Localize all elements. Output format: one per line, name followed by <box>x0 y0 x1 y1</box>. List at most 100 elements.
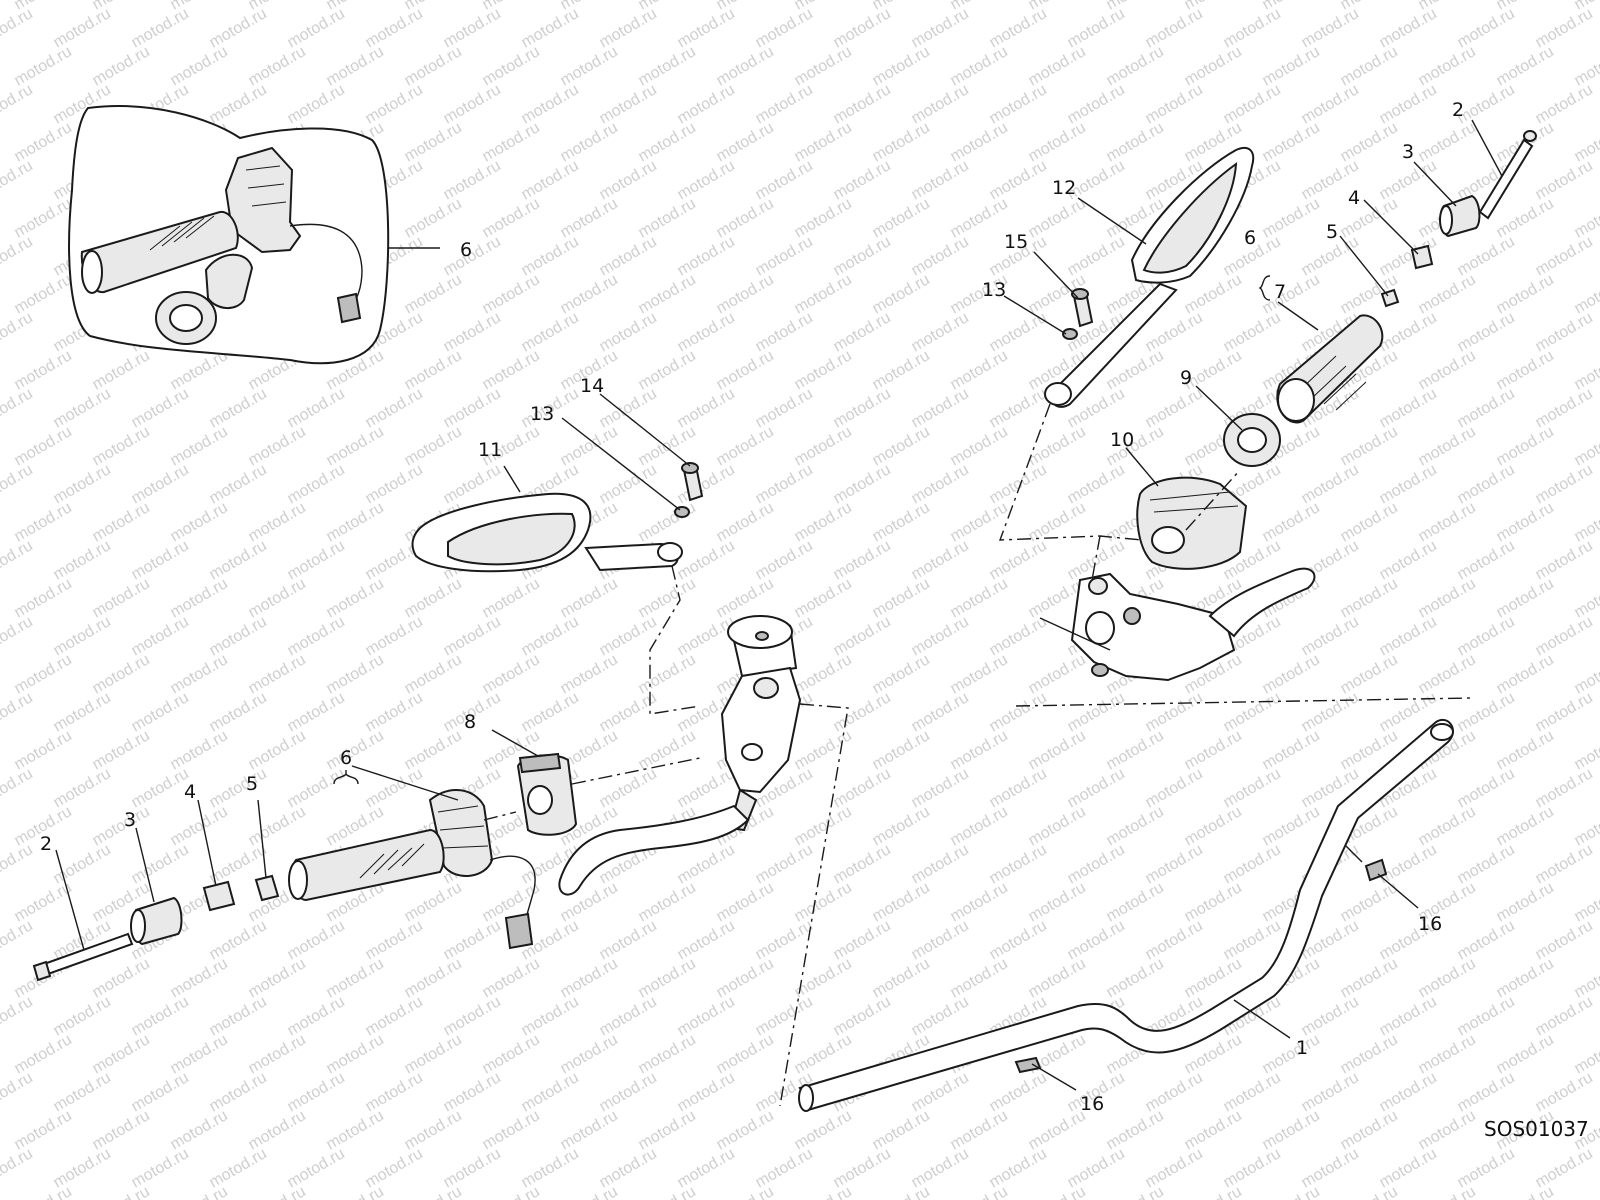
watermark-text: motod.ru <box>558 1107 621 1153</box>
watermark-text: motod.ru <box>285 917 348 963</box>
watermark-text: motod.ru <box>1377 81 1440 127</box>
watermark-text: motod.ru <box>1455 537 1518 583</box>
watermark-text: motod.ru <box>441 309 504 355</box>
watermark-text: motod.ru <box>987 385 1050 431</box>
watermark-text: motod.ru <box>0 157 36 203</box>
watermark-text: motod.ru <box>246 1183 309 1200</box>
watermark-text: motod.ru <box>1455 765 1518 811</box>
watermark-text: motod.ru <box>714 119 777 165</box>
watermark-text: motod.ru <box>1377 1145 1440 1191</box>
callout-labels: 2 3 4 5 6 8 11 13 14 6 12 15 13 2 3 4 5 … <box>40 99 1464 1115</box>
watermark-text: motod.ru <box>870 575 933 621</box>
watermark-text: motod.ru <box>480 347 543 393</box>
watermark-text: motod.ru <box>441 81 504 127</box>
watermark-text: motod.ru <box>870 43 933 89</box>
watermark-text: motod.ru <box>207 613 270 659</box>
watermark-text: motod.ru <box>1416 499 1479 545</box>
watermark-text: motod.ru <box>1377 461 1440 507</box>
watermark-text: motod.ru <box>753 841 816 887</box>
watermark-text: motod.ru <box>0 993 36 1039</box>
watermark-text: motod.ru <box>1377 1069 1440 1115</box>
watermark-text: motod.ru <box>285 537 348 583</box>
watermark-text: motod.ru <box>909 993 972 1039</box>
watermark-text: motod.ru <box>597 917 660 963</box>
watermark-text: motod.ru <box>90 575 153 621</box>
watermark-text: motod.ru <box>1377 5 1440 51</box>
watermark-text: motod.ru <box>636 119 699 165</box>
watermark-text: motod.ru <box>12 651 75 697</box>
watermark-text: motod.ru <box>1260 803 1323 849</box>
watermark-text: motod.ru <box>441 1069 504 1115</box>
watermark-text: motod.ru <box>168 651 231 697</box>
watermark-text: motod.ru <box>1416 651 1479 697</box>
watermark-text: motod.ru <box>636 955 699 1001</box>
watermark-text: motod.ru <box>207 81 270 127</box>
watermark-text: motod.ru <box>324 651 387 697</box>
watermark-text: motod.ru <box>1026 423 1089 469</box>
watermark-text: motod.ru <box>0 385 36 431</box>
watermark-text: motod.ru <box>1455 841 1518 887</box>
callout-mirror-11: 11 <box>478 439 502 461</box>
watermark-text: motod.ru <box>1494 1183 1557 1200</box>
watermark-text: motod.ru <box>285 689 348 735</box>
watermark-text: motod.ru <box>675 5 738 51</box>
leader-lines <box>55 119 1503 1091</box>
watermark-text: motod.ru <box>1533 309 1596 355</box>
watermark-text: motod.ru <box>51 765 114 811</box>
watermark-text: motod.ru <box>1533 81 1596 127</box>
watermark-text: motod.ru <box>129 613 192 659</box>
watermark-text: motod.ru <box>1299 1145 1362 1191</box>
watermark-text: motod.ru <box>870 423 933 469</box>
watermark-text: motod.ru <box>636 1031 699 1077</box>
watermark-text: motod.ru <box>675 841 738 887</box>
watermark-text: motod.ru <box>90 803 153 849</box>
watermark-text: motod.ru <box>831 461 894 507</box>
watermark-text: motod.ru <box>129 765 192 811</box>
watermark-text: motod.ru <box>792 1031 855 1077</box>
watermark-text: motod.ru <box>90 1031 153 1077</box>
watermark-text: motod.ru <box>1416 803 1479 849</box>
watermark-text: motod.ru <box>168 1031 231 1077</box>
watermark-text: motod.ru <box>480 43 543 89</box>
callout-right-9: 9 <box>1180 367 1192 389</box>
watermark-text: motod.ru <box>1260 119 1323 165</box>
watermark-text: motod.ru <box>519 1069 582 1115</box>
watermark-text: motod.ru <box>792 803 855 849</box>
watermark-text: motod.ru <box>714 43 777 89</box>
watermark-text: motod.ru <box>1104 727 1167 773</box>
watermark-text: motod.ru <box>831 841 894 887</box>
watermark-text: motod.ru <box>831 157 894 203</box>
callout-right-15: 15 <box>1004 231 1028 253</box>
watermark-text: motod.ru <box>1065 5 1128 51</box>
watermark-text: motod.ru <box>1533 613 1596 659</box>
watermark-text: motod.ru <box>1533 765 1596 811</box>
watermark-text: motod.ru <box>129 1145 192 1191</box>
watermark-text: motod.ru <box>675 537 738 583</box>
watermark-text: motod.ru <box>441 993 504 1039</box>
watermark-text: motod.ru <box>753 385 816 431</box>
watermark-text: motod.ru <box>1260 727 1323 773</box>
watermark-text: motod.ru <box>1455 993 1518 1039</box>
front-brake-master-cylinder <box>558 615 802 896</box>
watermark-text: motod.ru <box>909 765 972 811</box>
watermark-text: motod.ru <box>12 347 75 393</box>
watermark-text: motod.ru <box>597 993 660 1039</box>
callout-right-7: 7 <box>1274 281 1286 303</box>
watermark-text: motod.ru <box>675 385 738 431</box>
watermark-text: motod.ru <box>636 271 699 317</box>
watermark-text: motod.ru <box>1533 689 1596 735</box>
watermark-text: motod.ru <box>831 309 894 355</box>
watermark-text: motod.ru <box>12 575 75 621</box>
watermark-text: motod.ru <box>1026 879 1089 925</box>
watermark-text: motod.ru <box>129 5 192 51</box>
watermark-text: motod.ru <box>324 1031 387 1077</box>
watermark-text: motod.ru <box>1143 5 1206 51</box>
watermark-text: motod.ru <box>1377 309 1440 355</box>
watermark-text: motod.ru <box>1143 841 1206 887</box>
watermark-text: motod.ru <box>12 271 75 317</box>
watermark-text: motod.ru <box>1221 309 1284 355</box>
watermark-text: motod.ru <box>1221 1145 1284 1191</box>
watermark-text: motod.ru <box>402 1183 465 1200</box>
callout-right-4: 4 <box>1348 187 1360 209</box>
watermark-text: motod.ru <box>987 81 1050 127</box>
